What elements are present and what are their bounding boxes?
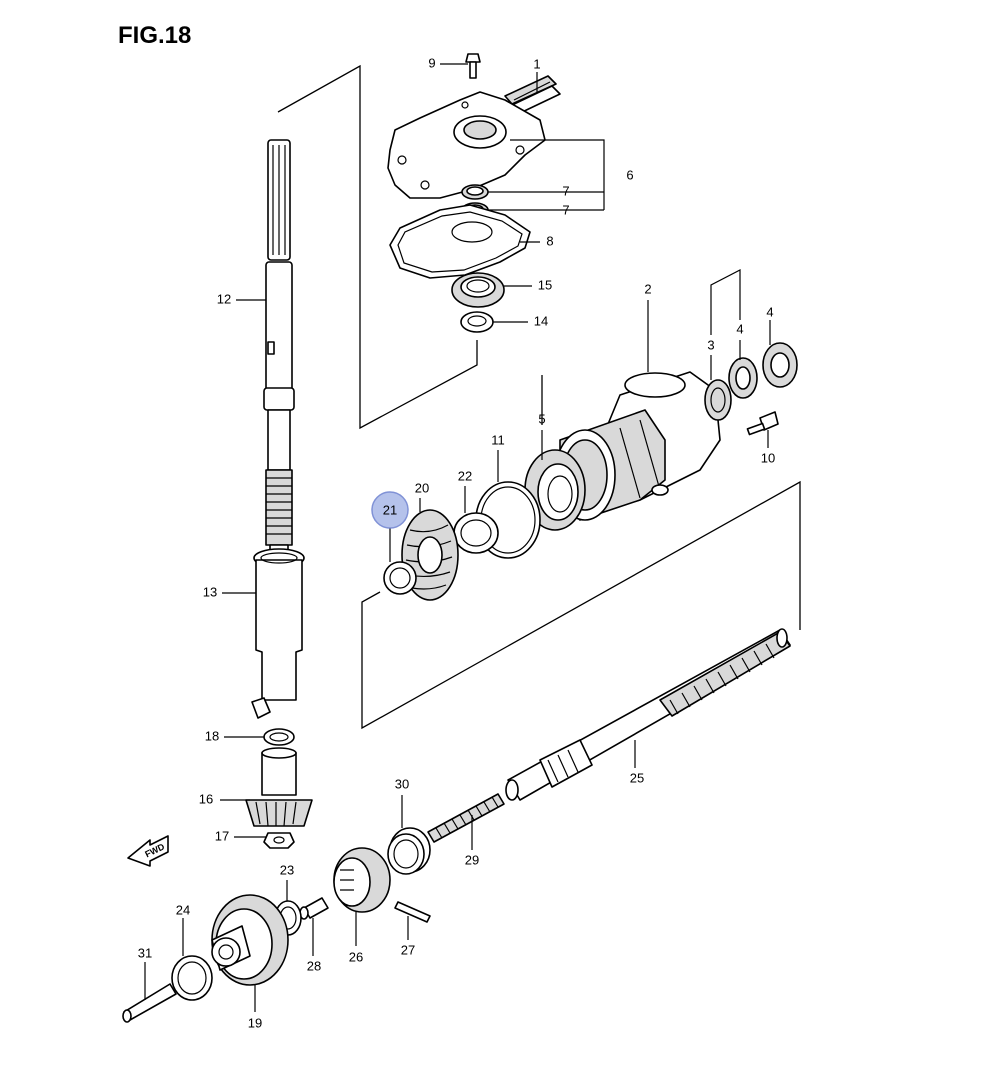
propshaft-group-bracket xyxy=(361,480,801,730)
label-22[interactable]: 22 xyxy=(458,468,472,483)
label-25[interactable]: 25 xyxy=(630,770,644,785)
label-26[interactable]: 26 xyxy=(349,949,363,964)
label-19[interactable]: 19 xyxy=(248,1015,262,1030)
pinion-gear[interactable] xyxy=(245,747,313,827)
label-21[interactable]: 21 xyxy=(383,502,397,517)
part-labels: 9 1 6 7 7 8 15 14 12 13 18 16 17 2 3 4 4… xyxy=(138,55,775,1030)
label-2[interactable]: 2 xyxy=(644,281,651,296)
label-17[interactable]: 17 xyxy=(215,828,229,843)
label-16[interactable]: 16 xyxy=(199,791,213,806)
highlight-marker[interactable] xyxy=(371,491,409,529)
drive-shaft-mid xyxy=(265,261,293,393)
clutch-26[interactable] xyxy=(333,847,391,913)
bolt-31[interactable] xyxy=(122,983,177,1023)
label-10[interactable]: 10 xyxy=(761,450,775,465)
label-20[interactable]: 20 xyxy=(415,480,429,495)
seal-4b[interactable] xyxy=(762,342,798,388)
needle-bearing-3[interactable] xyxy=(704,379,732,421)
gasket-8[interactable] xyxy=(389,204,531,279)
label-4a[interactable]: 4 xyxy=(736,321,743,336)
group-brackets xyxy=(277,64,801,730)
figure-title: FIG.18 xyxy=(118,22,191,49)
ring-14[interactable] xyxy=(460,311,494,333)
label-1[interactable]: 1 xyxy=(533,56,540,71)
bolt-10[interactable] xyxy=(746,411,779,436)
leader-lines xyxy=(144,63,771,1012)
label-27[interactable]: 27 xyxy=(401,942,415,957)
bolt-9[interactable] xyxy=(465,53,481,79)
label-7b[interactable]: 7 xyxy=(562,202,569,217)
drive-shaft[interactable] xyxy=(263,139,295,560)
pinion-nut[interactable] xyxy=(263,832,295,849)
bearing-15[interactable] xyxy=(451,272,505,308)
shim-21[interactable] xyxy=(383,561,417,595)
label-24[interactable]: 24 xyxy=(176,902,190,917)
spring-29[interactable] xyxy=(427,793,505,843)
label-28[interactable]: 28 xyxy=(307,958,321,973)
label-12[interactable]: 12 xyxy=(217,291,231,306)
drive-shaft-sleeve[interactable] xyxy=(251,548,305,719)
label-9[interactable]: 9 xyxy=(428,55,435,70)
label-15[interactable]: 15 xyxy=(538,277,552,292)
propeller-shaft-25[interactable] xyxy=(505,628,791,801)
pin-27[interactable] xyxy=(394,901,431,923)
label-7a[interactable]: 7 xyxy=(562,183,569,198)
label-14[interactable]: 14 xyxy=(534,313,548,328)
bearing-5[interactable] xyxy=(524,449,586,531)
spring-ring-30[interactable] xyxy=(387,827,431,875)
pump-case-6[interactable] xyxy=(387,91,546,199)
label-8[interactable]: 8 xyxy=(546,233,553,248)
fwd-arrow-icon: FWD xyxy=(127,835,169,867)
oil-seal-7a[interactable] xyxy=(461,184,489,200)
upper-group-bracket xyxy=(277,64,478,430)
rubber-seal-1[interactable] xyxy=(504,75,561,115)
seal-4a[interactable] xyxy=(728,357,758,399)
label-23[interactable]: 23 xyxy=(280,862,294,877)
forward-gear-19[interactable] xyxy=(211,894,289,986)
label-5[interactable]: 5 xyxy=(538,411,545,426)
label-11[interactable]: 11 xyxy=(491,432,505,447)
label-6[interactable]: 6 xyxy=(626,167,633,182)
label-18[interactable]: 18 xyxy=(205,728,219,743)
label-13[interactable]: 13 xyxy=(203,584,217,599)
label-30[interactable]: 30 xyxy=(395,776,409,791)
label-31[interactable]: 31 xyxy=(138,945,152,960)
label-4b[interactable]: 4 xyxy=(766,304,773,319)
shim-18[interactable] xyxy=(263,728,295,746)
label-29[interactable]: 29 xyxy=(465,852,479,867)
push-rod-28[interactable] xyxy=(299,897,329,920)
label-3[interactable]: 3 xyxy=(707,337,714,352)
